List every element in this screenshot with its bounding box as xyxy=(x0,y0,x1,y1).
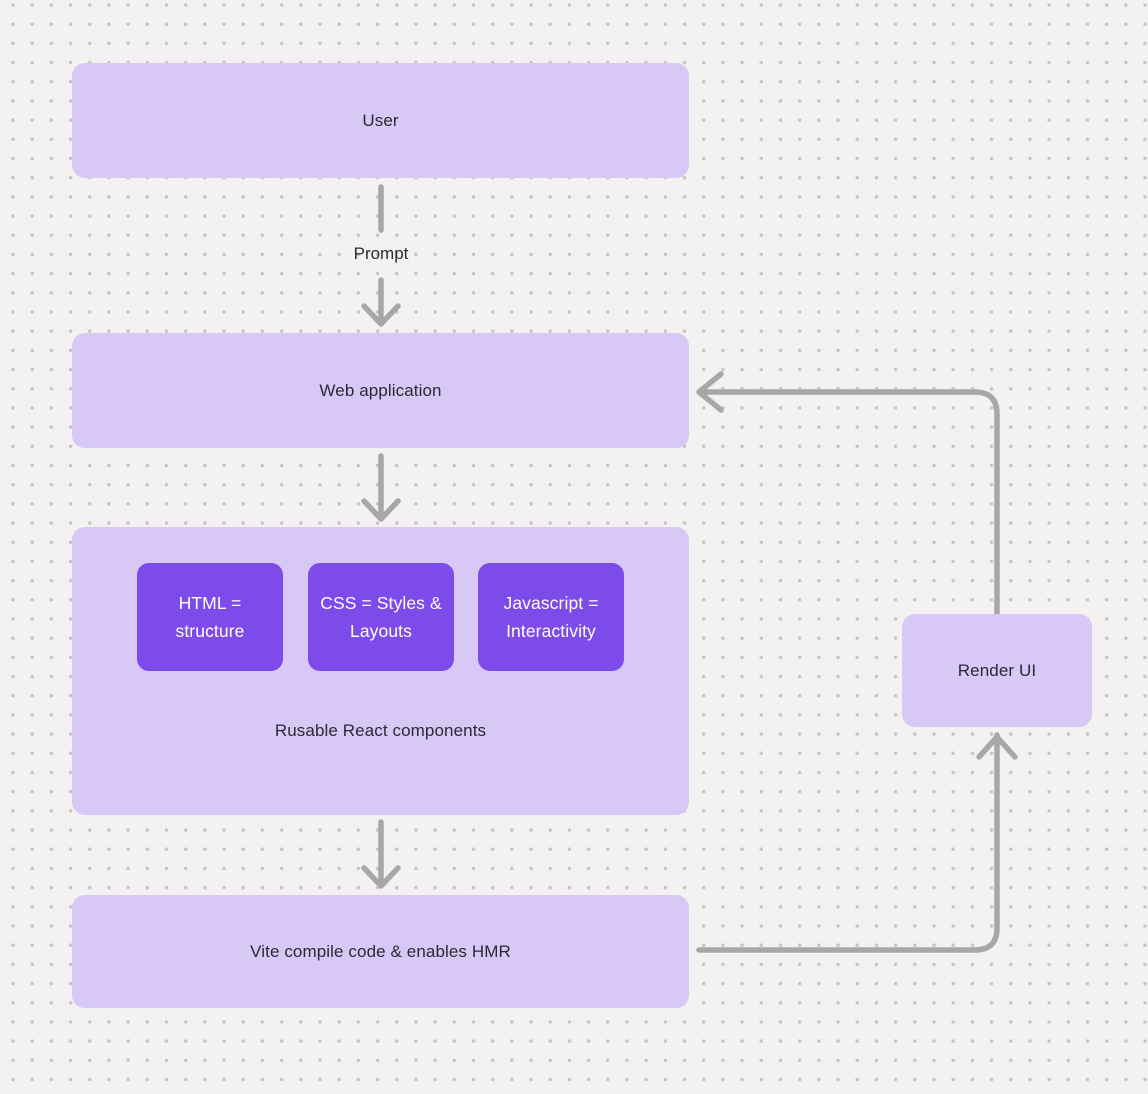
node-render-ui[interactable]: Render UI xyxy=(902,614,1092,727)
arrowhead-down-icon xyxy=(361,303,401,327)
node-css-styles[interactable]: CSS = Styles & Layouts xyxy=(308,563,454,671)
node-web-application[interactable]: Web application xyxy=(72,333,689,448)
arrowhead-left-icon xyxy=(696,371,724,413)
edge-components-to-vite[interactable] xyxy=(361,819,401,889)
node-web-application-label: Web application xyxy=(319,380,442,400)
edge-web-to-components[interactable] xyxy=(361,453,401,522)
node-html-structure-label: HTML = structure xyxy=(175,593,245,641)
node-vite-compile-label: Vite compile code & enables HMR xyxy=(250,941,511,961)
arrowhead-down-icon xyxy=(361,865,401,889)
edge-render-ui-to-web[interactable] xyxy=(696,371,1000,617)
edge-segment xyxy=(700,389,1000,617)
node-css-styles-label: CSS = Styles & Layouts xyxy=(320,593,442,641)
node-user[interactable]: User xyxy=(72,63,689,178)
node-javascript-interactivity-label: Javascript = Interactivity xyxy=(503,593,599,641)
edge-prompt-label: Prompt xyxy=(353,244,409,263)
node-user-label: User xyxy=(362,110,399,130)
group-react-components-label: Rusable React components xyxy=(274,721,487,740)
group-react-components[interactable]: HTML = structure CSS = Styles & Layouts … xyxy=(72,527,689,815)
edge-vite-to-render-ui[interactable] xyxy=(696,732,1018,953)
node-render-ui-label: Render UI xyxy=(957,660,1037,680)
node-html-structure[interactable]: HTML = structure xyxy=(137,563,283,671)
node-javascript-interactivity[interactable]: Javascript = Interactivity xyxy=(478,563,624,671)
arrowhead-down-icon xyxy=(361,498,401,522)
arrowhead-up-icon xyxy=(976,734,1018,760)
edge-segment xyxy=(696,732,1000,953)
node-vite-compile[interactable]: Vite compile code & enables HMR xyxy=(72,895,689,1008)
